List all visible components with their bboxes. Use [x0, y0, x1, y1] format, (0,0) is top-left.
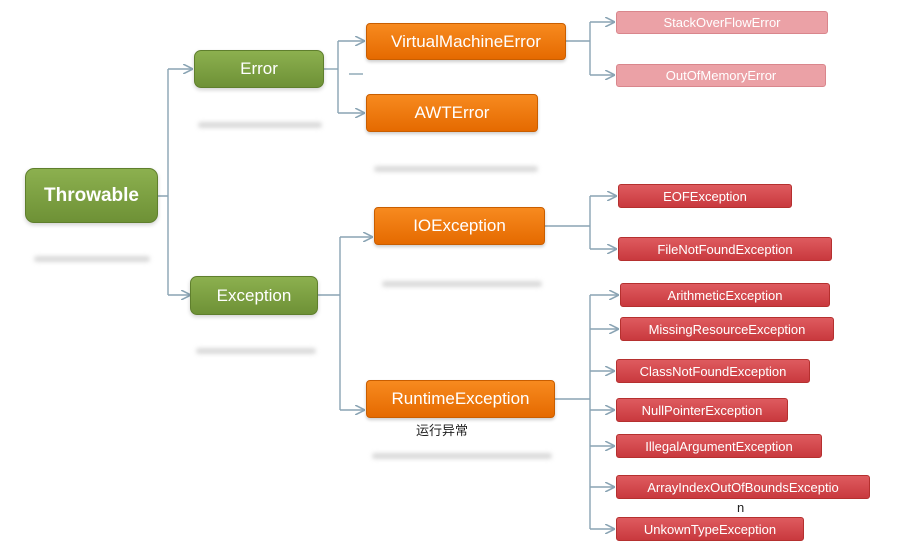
shadow-bar: [374, 166, 538, 172]
connector-throwable-trunk: [158, 69, 169, 295]
shadow-bar: [196, 348, 316, 354]
wrapped-text-overflow: n: [737, 500, 745, 515]
shadow-bar: [198, 122, 322, 128]
shadow-bar: [372, 453, 552, 459]
node-file-not-found-exception: FileNotFoundException: [618, 237, 832, 261]
runtime-exception-caption: 运行异常: [416, 423, 469, 438]
node-array-index-out-of-bounds-exception: ArrayIndexOutOfBoundsExceptio: [616, 475, 870, 499]
node-runtime-exception: RuntimeException: [366, 380, 555, 418]
shadow-bar: [382, 281, 542, 287]
node-out-of-memory-error: OutOfMemoryError: [616, 64, 826, 87]
node-illegal-argument-exception: IllegalArgumentException: [616, 434, 822, 458]
node-virtual-machine-error: VirtualMachineError: [366, 23, 566, 60]
node-class-not-found-exception: ClassNotFoundException: [616, 359, 810, 383]
node-null-pointer-exception: NullPointerException: [616, 398, 788, 422]
node-exception: Exception: [190, 276, 318, 315]
node-eof-exception: EOFException: [618, 184, 792, 208]
shadow-bar: [34, 256, 150, 262]
node-stack-overflow-error: StackOverFlowError: [616, 11, 828, 34]
node-missing-resource-exception: MissingResourceException: [620, 317, 834, 341]
node-io-exception: IOException: [374, 207, 545, 245]
node-arithmetic-exception: ArithmeticException: [620, 283, 830, 307]
node-unknown-type-exception: UnkownTypeException: [616, 517, 804, 541]
node-error: Error: [194, 50, 324, 88]
node-awt-error: AWTError: [366, 94, 538, 132]
node-throwable: Throwable: [25, 168, 158, 223]
